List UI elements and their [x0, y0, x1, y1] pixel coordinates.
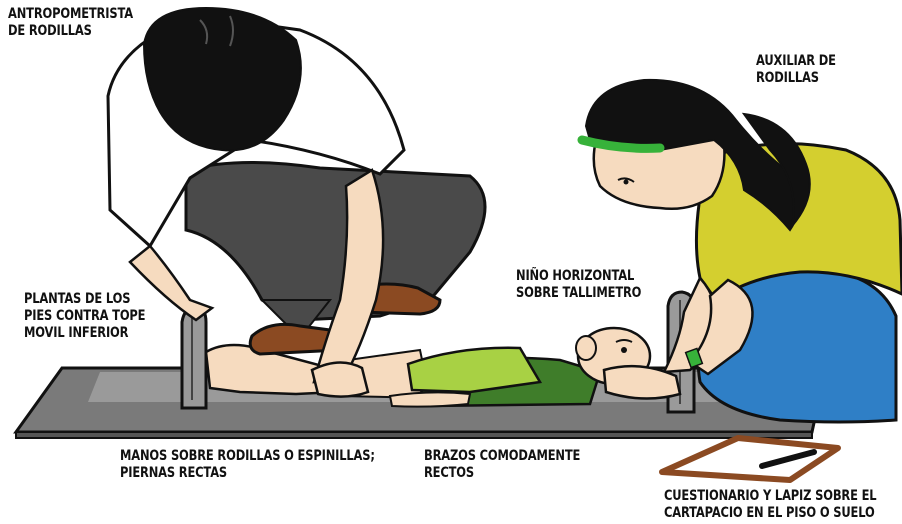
- label-arms: BRAZOS COMODAMENTE RECTOS: [424, 448, 580, 482]
- anthropometrist-figure: [108, 8, 485, 397]
- assistant-figure: [582, 80, 902, 422]
- label-questionnaire: CUESTIONARIO Y LAPIZ SOBRE EL CARTAPACIO…: [664, 488, 876, 522]
- movable-footpiece: [182, 306, 206, 408]
- label-assistant: AUXILIAR DE RODILLAS: [756, 53, 836, 87]
- label-anthropometrist: ANTROPOMETRISTA DE RODILLAS: [8, 6, 133, 40]
- clipboard-with-pencil: [662, 438, 838, 480]
- label-feet: PLANTAS DE LOS PIES CONTRA TOPE MOVIL IN…: [24, 291, 145, 342]
- label-child: NIÑO HORIZONTAL SOBRE TALLIMETRO: [516, 268, 641, 302]
- label-hands: MANOS SOBRE RODILLAS O ESPINILLAS; PIERN…: [120, 448, 375, 482]
